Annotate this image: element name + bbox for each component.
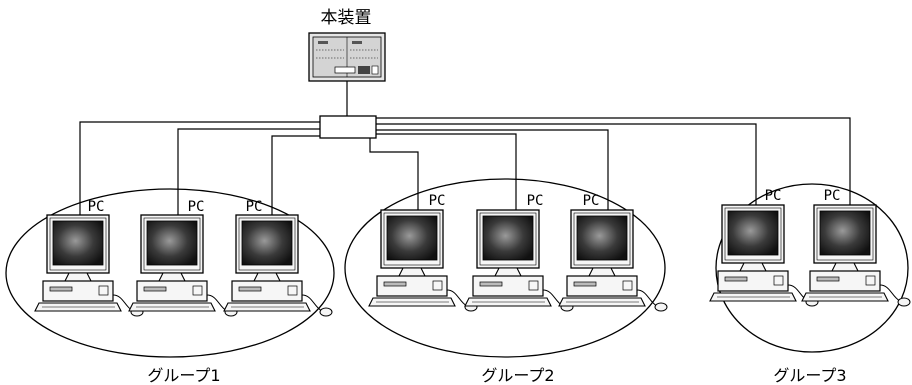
cable-g2-pc2 — [376, 133, 517, 210]
pc-label: PC — [88, 199, 105, 215]
pc-label: PC — [527, 193, 544, 209]
pc-label: PC — [824, 188, 841, 204]
group-3-ellipse — [715, 183, 909, 353]
pc-label: PC — [188, 199, 205, 215]
cable-g2-pc1 — [369, 138, 419, 210]
group-1-ellipse — [5, 188, 335, 358]
pc-icon — [128, 214, 238, 317]
pc-icon — [558, 209, 668, 312]
network-cables — [79, 117, 851, 215]
pc-label: PC — [583, 193, 600, 209]
cable-g1-pc1 — [79, 121, 320, 215]
group-2-ellipse — [344, 178, 666, 358]
pc-icon — [464, 209, 574, 312]
server-rack-icon — [308, 32, 386, 82]
cable-g1-pc3 — [271, 135, 320, 215]
group-label: グループ3 — [773, 366, 846, 385]
cable-g1-pc2 — [177, 128, 320, 215]
pc-label: PC — [429, 193, 446, 209]
pc-icon — [34, 214, 144, 317]
pc-icon — [223, 214, 333, 317]
pc-label: PC — [765, 188, 782, 204]
group-label: グループ2 — [481, 366, 554, 385]
pc-icon — [709, 204, 819, 307]
cable-g3-pc1 — [376, 123, 757, 205]
device-label: 本装置 — [321, 8, 372, 28]
group-label: グループ1 — [147, 366, 220, 385]
cable-g3-pc2 — [376, 117, 851, 205]
pc-icon — [801, 204, 911, 307]
pc-icon — [368, 209, 478, 312]
cable-g2-pc3 — [376, 129, 609, 210]
pc-label: PC — [246, 199, 263, 215]
network-hub-icon — [319, 115, 377, 139]
